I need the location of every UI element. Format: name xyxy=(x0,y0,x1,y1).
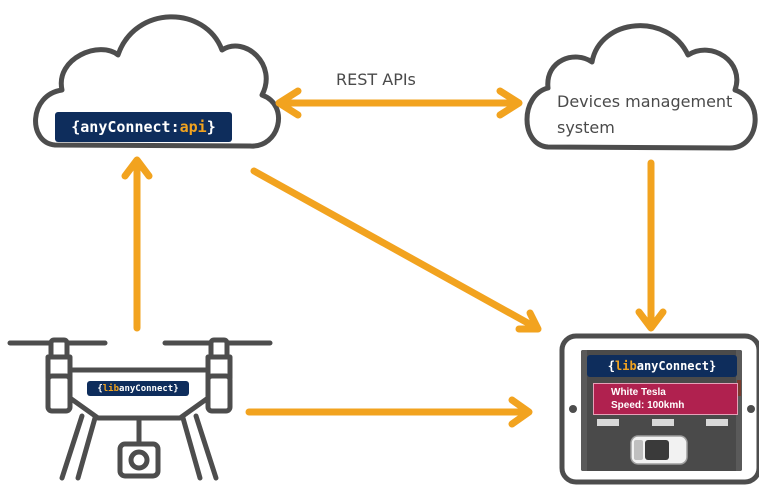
badge-text: { xyxy=(97,383,103,394)
dms-label-line1: Devices management xyxy=(557,92,733,111)
rest-apis-label: REST APIs xyxy=(336,70,416,89)
rest-api-arrow xyxy=(275,87,523,119)
lane-markings xyxy=(597,419,728,426)
camera-icon xyxy=(117,441,161,479)
badge-text: anyConnect} xyxy=(119,383,179,394)
badge-accent-text: api xyxy=(179,118,207,136)
badge-accent-text: lib xyxy=(615,359,637,373)
vehicle-info-box: White Tesla Speed: 100kmh xyxy=(593,383,738,415)
anyconnect-api-badge: {anyConnect:api} xyxy=(55,112,232,142)
api-to-tablet-arrow xyxy=(250,167,542,333)
badge-accent-text: lib xyxy=(102,383,120,394)
drone-to-tablet-arrow xyxy=(245,396,533,428)
car-icon xyxy=(630,435,688,465)
badge-text: } xyxy=(206,118,216,136)
vehicle-speed: Speed: 100kmh xyxy=(611,400,685,411)
drone-to-api-arrow xyxy=(121,156,153,332)
cloud-icon xyxy=(524,23,758,151)
badge-text: anyConnect} xyxy=(636,359,717,373)
vehicle-name: White Tesla xyxy=(611,387,666,398)
badge-text: {anyConnect: xyxy=(71,118,180,136)
dms-label-line2: system xyxy=(557,118,615,137)
dms-to-tablet-arrow xyxy=(635,159,667,332)
badge-text: { xyxy=(607,359,616,373)
